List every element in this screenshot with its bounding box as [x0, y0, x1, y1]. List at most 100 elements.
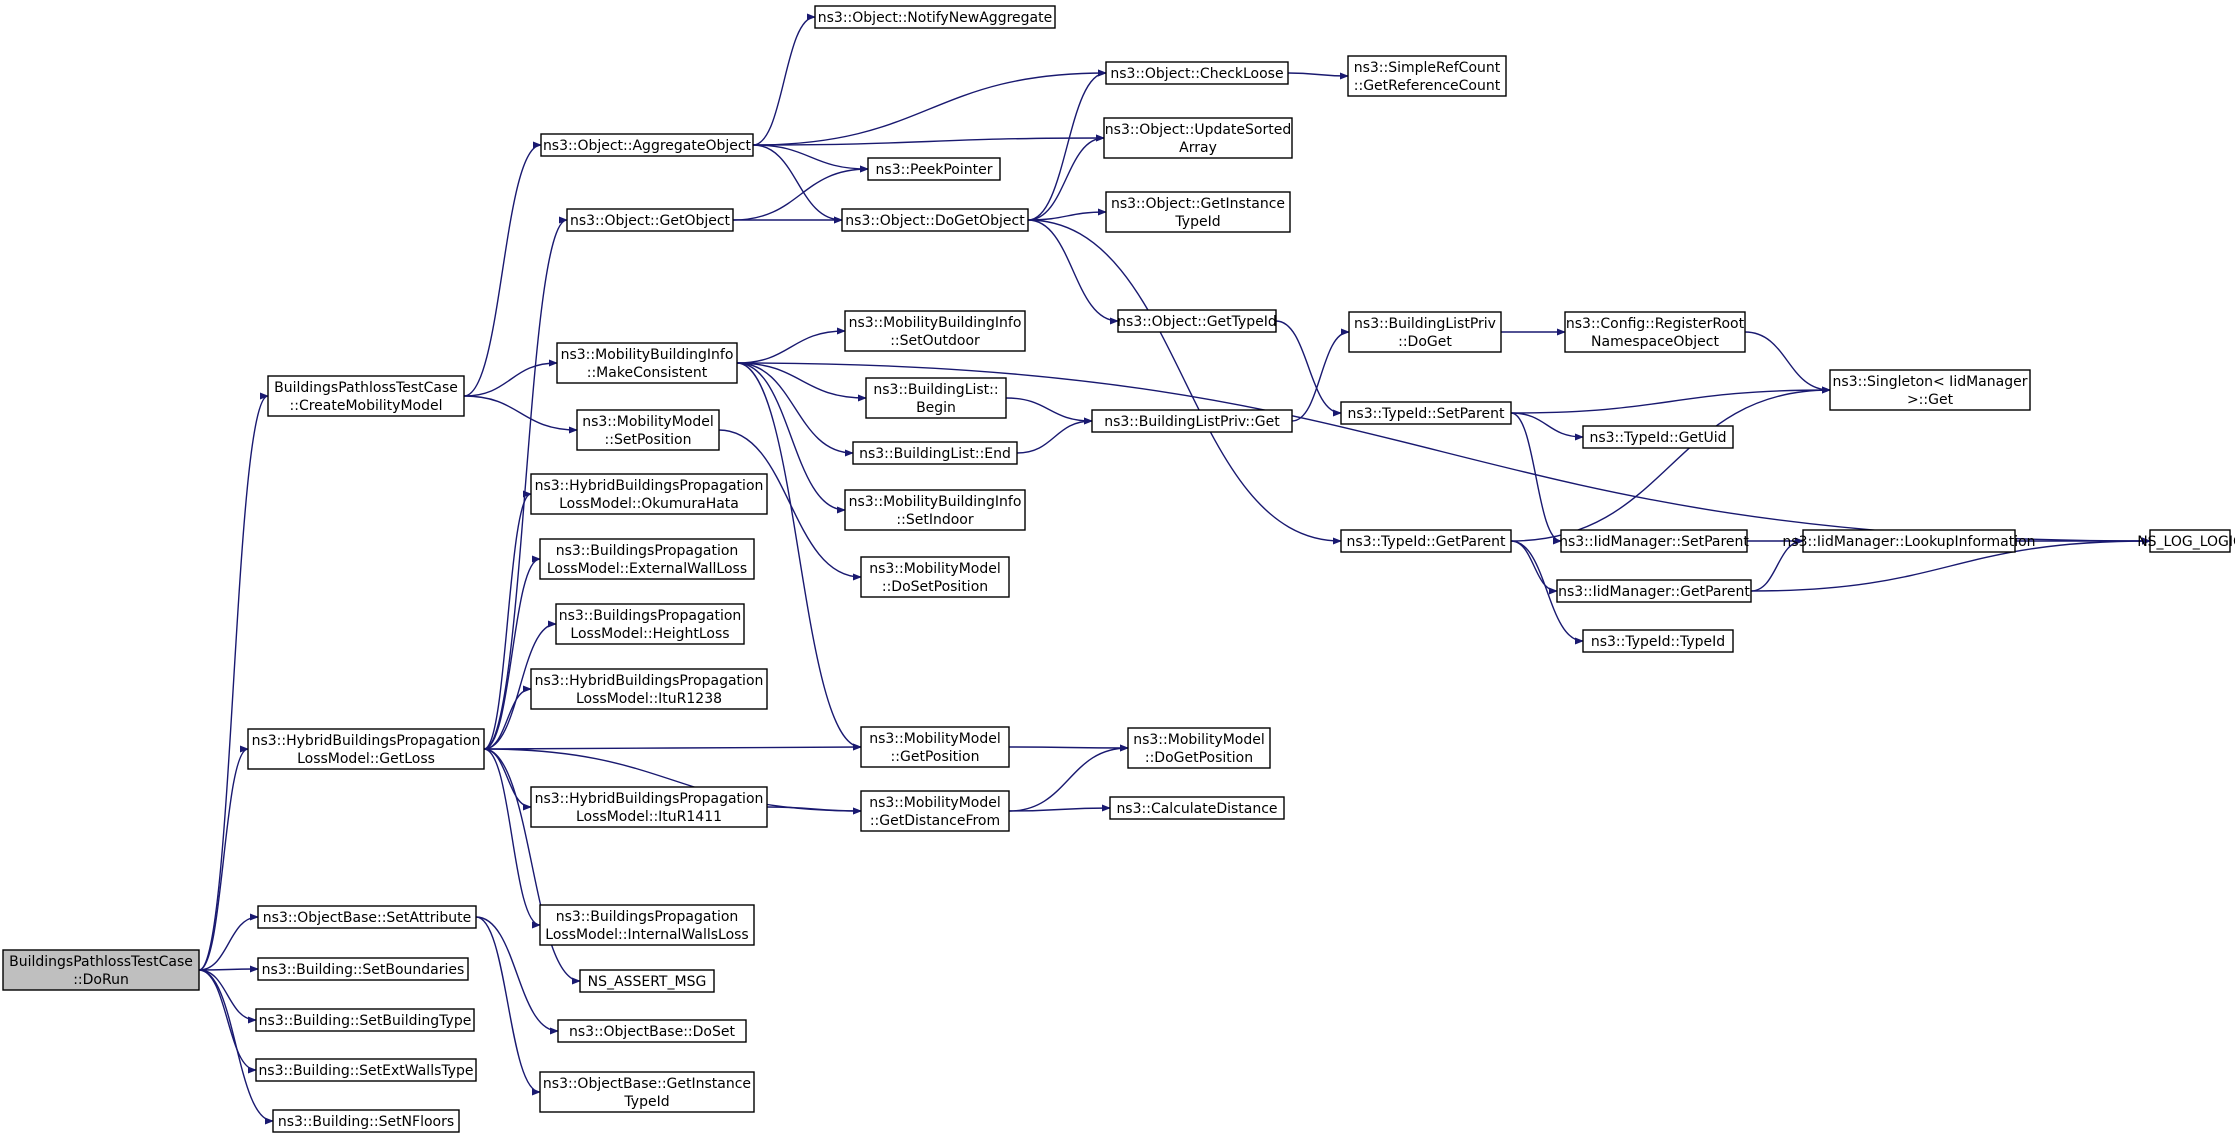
node-box [566, 208, 734, 232]
node-ns3-typeid-getuid[interactable]: ns3::TypeId::GetUid [1582, 425, 1734, 449]
edge-n23-n42 [1027, 219, 1342, 545]
node-ns3-hybridbuildingspropagation-lossmodel-getloss[interactable]: ns3::HybridBuildingsPropagationLossModel… [247, 728, 485, 770]
node-box [1117, 309, 1277, 333]
edge-n30-n37 [1008, 804, 1111, 812]
edge-n46-n48 [1750, 537, 1804, 592]
node-ns3-object-aggregateobject[interactable]: ns3::Object::AggregateObject [540, 133, 754, 157]
node-label: NS_LOG_LOGIC [2137, 534, 2235, 550]
node-ns3-hybridbuildingspropagation-lossmodel-itur1411[interactable]: ns3::HybridBuildingsPropagationLossModel… [530, 786, 768, 828]
node-ns3-mobilitymodel-getdistancefrom[interactable]: ns3::MobilityModel::GetDistanceFrom [860, 790, 1010, 832]
node-box [1556, 579, 1752, 603]
node-label: ns3::MobilityBuildingInfo [849, 494, 1022, 510]
node-buildingspathlosstestcase-dorun[interactable]: BuildingsPathlossTestCase::DoRun [2, 949, 200, 991]
node-ns3-buildinglistpriv-get[interactable]: ns3::BuildingListPriv::Get [1091, 409, 1293, 433]
node-ns3-iidmanager-lookupinformation[interactable]: ns3::IidManager::LookupInformation [1782, 529, 2036, 553]
node-label: ns3::Object::GetObject [570, 213, 731, 229]
node-ns3-buildingspropagation-lossmodel-heightloss[interactable]: ns3::BuildingsPropagationLossModel::Heig… [555, 603, 745, 645]
node-ns3-typeid-getparent[interactable]: ns3::TypeId::GetParent [1340, 529, 1512, 553]
edge-n29-n36 [1008, 744, 1129, 752]
node-ns3-buildingspropagation-lossmodel-externalwallloss[interactable]: ns3::BuildingsPropagationLossModel::Exte… [539, 538, 755, 580]
edge-n2-n17 [483, 748, 541, 929]
node-label: ns3::ObjectBase::SetAttribute [263, 910, 471, 926]
edge-n23-n34 [1027, 219, 1119, 325]
node-box [1829, 369, 2031, 411]
edge-n1-n8 [463, 141, 542, 397]
node-ns3-mobilitybuildinginfo-setoutdoor[interactable]: ns3::MobilityBuildingInfo::SetOutdoor [844, 310, 1026, 352]
node-ns3-hybridbuildingspropagation-lossmodel-itur1238[interactable]: ns3::HybridBuildingsPropagationLossModel… [530, 668, 768, 710]
node-label: ns3::Object::GetTypeId [1117, 314, 1277, 330]
node-ns3-peekpointer[interactable]: ns3::PeekPointer [867, 157, 1001, 181]
node-ns-log-logic[interactable]: NS_LOG_LOGIC [2137, 529, 2235, 553]
node-ns3-objectbase-doset[interactable]: ns3::ObjectBase::DoSet [557, 1019, 747, 1043]
node-label: ns3::MobilityModel [1133, 732, 1265, 748]
node-ns3-object-getobject[interactable]: ns3::Object::GetObject [566, 208, 734, 232]
node-ns3-mobilitybuildinginfo-makeconsistent[interactable]: ns3::MobilityBuildingInfo::MakeConsisten… [556, 342, 738, 384]
node-label: ns3::MobilityModel [869, 795, 1001, 811]
node-box [556, 342, 738, 384]
node-ns3-object-dogetobject[interactable]: ns3::Object::DoGetObject [841, 208, 1029, 232]
node-ns3-iidmanager-getparent[interactable]: ns3::IidManager::GetParent [1556, 579, 1752, 603]
node-box [539, 904, 755, 946]
node-ns3-object-notifynewaggregate[interactable]: ns3::Object::NotifyNewAggregate [814, 5, 1056, 29]
node-ns3-object-checkloose[interactable]: ns3::Object::CheckLoose [1105, 61, 1289, 85]
node-ns3-singleton-iidmanager-get[interactable]: ns3::Singleton< IidManager>::Get [1829, 369, 2031, 411]
node-ns3-mobilitymodel-dosetposition[interactable]: ns3::MobilityModel::DoSetPosition [860, 556, 1010, 598]
node-box [272, 1109, 460, 1133]
node-ns3-buildinglistpriv-doget[interactable]: ns3::BuildingListPriv::DoGet [1348, 311, 1502, 353]
node-box [579, 969, 715, 993]
node-ns3-mobilitymodel-getposition[interactable]: ns3::MobilityModel::GetPosition [860, 726, 1010, 768]
node-ns3-objectbase-setattribute[interactable]: ns3::ObjectBase::SetAttribute [257, 905, 477, 929]
node-buildingspathlosstestcase-createmobilitymodel[interactable]: BuildingsPathlossTestCase::CreateMobilit… [267, 375, 465, 417]
node-ns3-calculatedistance[interactable]: ns3::CalculateDistance [1109, 796, 1285, 820]
node-label: ns3::TypeId::GetUid [1589, 430, 1726, 446]
node-label: ns3::Config::RegisterRoot [1566, 316, 1745, 332]
node-label: ::DoGetPosition [1145, 750, 1253, 766]
edge-n1-n10 [463, 359, 558, 397]
edge-n25-n35 [1005, 397, 1093, 425]
node-ns3-mobilitybuildinginfo-setindoor[interactable]: ns3::MobilityBuildingInfo::SetIndoor [844, 489, 1026, 531]
node-box [1582, 425, 1734, 449]
node-ns3-simplerefcount-getreferencecount[interactable]: ns3::SimpleRefCount::GetReferenceCount [1347, 55, 1507, 97]
edge-n46-n49 [1750, 537, 2151, 592]
node-ns3-buildinglist-begin[interactable]: ns3::BuildingList::Begin [865, 377, 1007, 419]
node-label: ns3::ObjectBase::GetInstance [543, 1076, 751, 1092]
edge-n3-n20 [475, 916, 541, 1096]
node-box [1564, 311, 1746, 353]
node-label: ::DoGet [1398, 334, 1452, 350]
node-box [255, 1008, 475, 1032]
node-ns3-building-setbuildingtype[interactable]: ns3::Building::SetBuildingType [255, 1008, 475, 1032]
node-box [1103, 117, 1293, 159]
node-ns3-object-gettypeid[interactable]: ns3::Object::GetTypeId [1117, 309, 1277, 333]
edge-n0-n3 [198, 913, 259, 971]
node-ns3-building-setboundaries[interactable]: ns3::Building::SetBoundaries [257, 957, 469, 981]
edge-n8-n32 [752, 134, 1105, 146]
node-box [255, 1058, 477, 1082]
node-ns3-typeid-setparent[interactable]: ns3::TypeId::SetParent [1340, 401, 1512, 425]
node-label: ns3::BuildingsPropagation [559, 608, 742, 624]
node-ns3-iidmanager-setparent[interactable]: ns3::IidManager::SetParent [1559, 529, 1749, 553]
node-label: ::SetIndoor [896, 512, 973, 528]
node-ns3-mobilitymodel-dogetposition[interactable]: ns3::MobilityModel::DoGetPosition [1127, 727, 1271, 769]
node-box [2149, 529, 2231, 553]
edge-n8-n31 [752, 69, 1107, 146]
node-label: ns3::Building::SetExtWallsType [258, 1063, 473, 1079]
node-label: ns3::Building::SetBoundaries [262, 962, 465, 978]
node-ns-assert-msg[interactable]: NS_ASSERT_MSG [579, 969, 715, 993]
node-ns3-hybridbuildingspropagation-lossmodel-okumurahata[interactable]: ns3::HybridBuildingsPropagationLossModel… [530, 473, 768, 515]
node-label: ns3::Object::DoGetObject [845, 213, 1025, 229]
node-ns3-building-setextwallstype[interactable]: ns3::Building::SetExtWallsType [255, 1058, 477, 1082]
edge-n3-n19 [475, 916, 559, 1035]
node-ns3-buildinglist-end[interactable]: ns3::BuildingList::End [852, 441, 1018, 465]
node-box [539, 1071, 755, 1113]
edge-n10-n29 [736, 362, 862, 751]
edge-n23-n31 [1027, 69, 1107, 221]
node-ns3-building-setnfloors[interactable]: ns3::Building::SetNFloors [272, 1109, 460, 1133]
node-ns3-typeid-typeid[interactable]: ns3::TypeId::TypeId [1582, 629, 1734, 653]
node-ns3-mobilitymodel-setposition[interactable]: ns3::MobilityModel::SetPosition [576, 409, 720, 451]
node-ns3-buildingspropagation-lossmodel-internalwallsloss[interactable]: ns3::BuildingsPropagationLossModel::Inte… [539, 904, 755, 946]
